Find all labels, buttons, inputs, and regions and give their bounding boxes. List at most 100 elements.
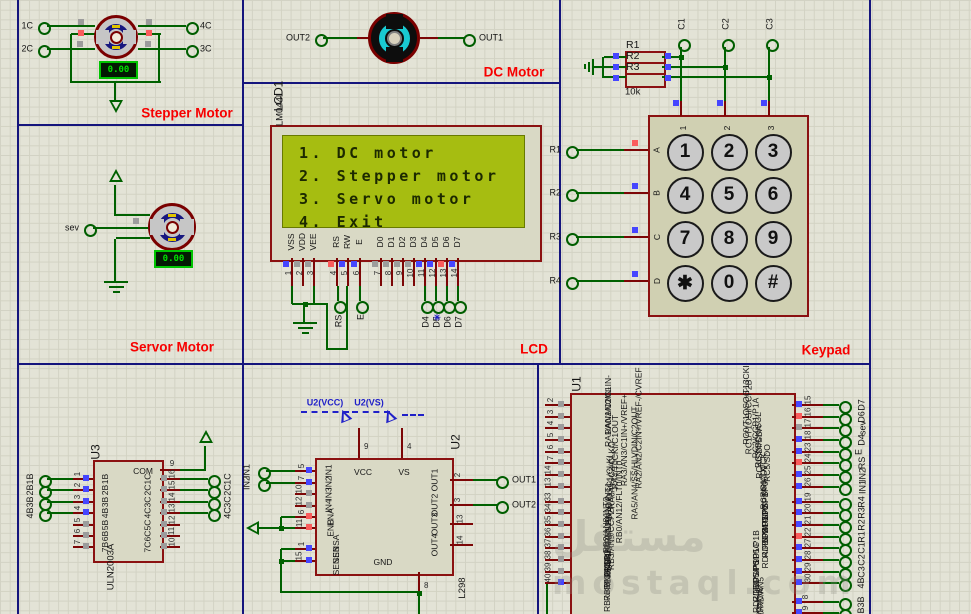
- ground-symbol: [109, 286, 124, 288]
- label: 7B: [99, 541, 110, 553]
- gray-pin-indicator: [558, 459, 564, 465]
- label: C1: [676, 18, 687, 30]
- blue-pin-indicator: [306, 545, 312, 551]
- wire: [823, 612, 839, 614]
- keypad-button-1[interactable]: 1: [666, 133, 704, 171]
- label: 36: [543, 527, 553, 537]
- label: RB7/KBI3/PGD: [601, 553, 612, 613]
- power-flag-dash: [352, 411, 390, 413]
- ground-symbol: [113, 291, 120, 293]
- keypad-button-0[interactable]: 0: [710, 264, 748, 302]
- terminal: [721, 38, 735, 52]
- wire: [180, 489, 208, 491]
- wire: [576, 192, 624, 194]
- blue-pin-indicator: [558, 579, 564, 585]
- gray-pin-indicator: [83, 543, 89, 549]
- region-border: [18, 363, 870, 365]
- label: GND: [373, 556, 393, 567]
- pin-name: D0: [374, 236, 385, 248]
- wire: [823, 427, 839, 429]
- terminal: [838, 520, 852, 534]
- label: 29: [803, 562, 813, 572]
- gray-pin-indicator: [161, 532, 167, 538]
- terminal: [565, 232, 579, 246]
- wire: [303, 305, 305, 323]
- pin-stub: [450, 544, 473, 546]
- wire: [823, 474, 839, 476]
- label: VCC: [354, 466, 372, 477]
- label: 21: [803, 515, 813, 525]
- label: 22: [803, 527, 813, 537]
- terminal: [38, 485, 52, 499]
- label: OUT1: [512, 474, 537, 485]
- pin-name: D6: [440, 236, 451, 248]
- wire: [158, 34, 160, 83]
- keypad-button-9[interactable]: 9: [754, 220, 792, 258]
- label: 37: [543, 538, 553, 548]
- label: 10k: [625, 86, 641, 98]
- blue-pin-indicator: [796, 579, 802, 585]
- lcd-line: 4. Exit: [299, 213, 387, 231]
- label: C1: [856, 542, 867, 554]
- label: 2B: [24, 484, 35, 496]
- wire: [47, 25, 95, 27]
- pin-stub: [545, 462, 570, 464]
- keypad-button-8[interactable]: 8: [710, 220, 748, 258]
- label: A: [651, 147, 662, 153]
- terminal: [838, 608, 852, 614]
- keypad-button-4[interactable]: 4: [666, 176, 704, 214]
- label: 4C: [222, 507, 233, 519]
- wire: [138, 48, 186, 50]
- label: R3: [626, 60, 640, 73]
- power-flag-dash: [301, 411, 349, 413]
- label: sev: [64, 222, 79, 233]
- gray-pin-indicator: [145, 41, 151, 47]
- red-pin-indicator: [796, 533, 802, 539]
- label: U2: [448, 434, 463, 450]
- keypad-button-5[interactable]: 5: [710, 176, 748, 214]
- label: D7: [856, 399, 867, 411]
- pin-stub: [792, 571, 823, 573]
- red-pin-indicator: [306, 524, 312, 530]
- label: 14: [167, 492, 177, 502]
- wire: [592, 66, 604, 68]
- label: 14: [455, 535, 465, 545]
- pin-stub: [295, 505, 315, 507]
- keypad-button-✱[interactable]: ✱: [666, 264, 704, 302]
- pin-stub: [358, 428, 360, 458]
- keypad-button-7[interactable]: 7: [666, 220, 704, 258]
- wire: [280, 549, 282, 593]
- pin-stub: [624, 192, 648, 194]
- pin-stub: [792, 524, 823, 526]
- blue-pin-indicator: [796, 521, 802, 527]
- wire: [257, 527, 296, 529]
- gray-pin-indicator: [161, 486, 167, 492]
- gray-pin-indicator: [294, 261, 300, 267]
- keypad-button-#[interactable]: #: [754, 264, 792, 302]
- wire-junction: [417, 591, 422, 596]
- gray-pin-indicator: [305, 261, 311, 267]
- label: ✳: [433, 312, 441, 323]
- pin-stub: [792, 427, 823, 429]
- keypad-button-3[interactable]: 3: [754, 133, 792, 171]
- terminal: [565, 188, 579, 202]
- lcd-display-screen: 1. DC motor 2. Stepper motor 3. Servo mo…: [282, 135, 525, 231]
- pin-stub: [545, 536, 570, 538]
- label: 7: [296, 475, 306, 481]
- wire: [602, 57, 604, 78]
- pin-name: E: [353, 239, 364, 245]
- terminal: [37, 44, 51, 58]
- pin-stub: [160, 535, 180, 537]
- red-pin-indicator: [146, 30, 152, 36]
- label: sev: [857, 420, 868, 436]
- wire-junction: [279, 526, 284, 531]
- label: U3: [88, 444, 103, 460]
- pin-stub: [792, 559, 823, 561]
- pin-name: VSS: [285, 233, 296, 251]
- wire: [47, 501, 73, 503]
- pin-name: VDD: [296, 233, 307, 251]
- region-border: [18, 124, 243, 126]
- keypad-button-6[interactable]: 6: [754, 176, 792, 214]
- keypad-button-2[interactable]: 2: [710, 133, 748, 171]
- label: 2C: [222, 484, 233, 496]
